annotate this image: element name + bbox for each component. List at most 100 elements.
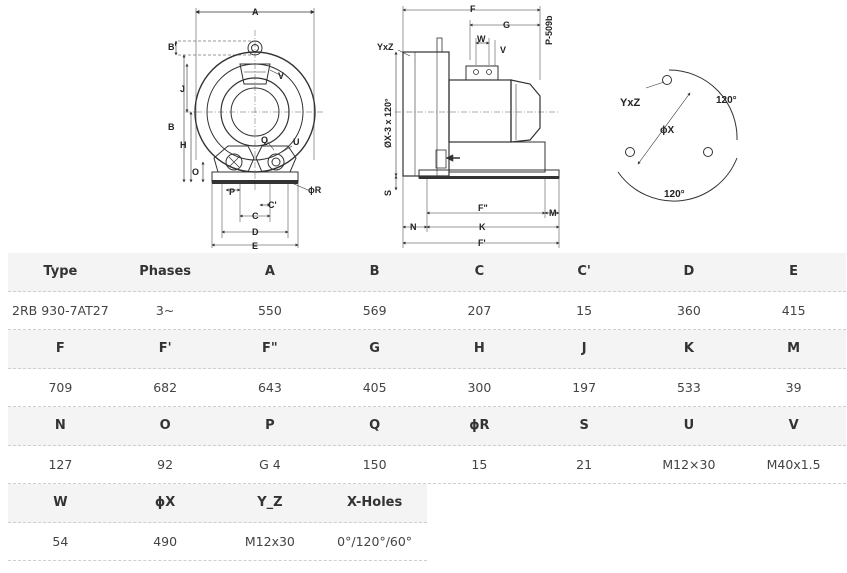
dim-P: P bbox=[229, 187, 235, 197]
header-cell: ϕX bbox=[154, 495, 176, 511]
header-cell: E bbox=[789, 264, 799, 280]
value-cell: 21 bbox=[576, 456, 593, 472]
label-U: U bbox=[293, 137, 300, 147]
header-cell: ϕR bbox=[469, 418, 490, 434]
value-cell: 197 bbox=[572, 379, 597, 395]
header-cell: V bbox=[788, 418, 799, 434]
label-Q: Q bbox=[261, 135, 268, 145]
label-angle-120-top: 120° bbox=[716, 95, 737, 106]
value-row-4: 54 490 M12x30 0°/120°/60° bbox=[8, 523, 427, 561]
header-cell: W bbox=[53, 495, 68, 511]
header-cell: Type bbox=[43, 264, 78, 280]
value-cell: 150 bbox=[362, 456, 387, 472]
header-cell: C bbox=[474, 264, 485, 280]
header-cell: S bbox=[579, 418, 589, 434]
value-cell: 0°/120°/60° bbox=[337, 533, 413, 549]
label-P-509b: P-509b bbox=[544, 15, 554, 45]
dim-D: D bbox=[252, 227, 259, 237]
label-phi-R: ϕR bbox=[308, 185, 322, 195]
value-cell: 92 bbox=[157, 456, 174, 472]
dim-A: A bbox=[252, 7, 259, 17]
value-cell: 15 bbox=[471, 456, 488, 472]
header-cell: U bbox=[683, 418, 695, 434]
header-row-1: Type Phases A B C C' D E bbox=[8, 253, 846, 292]
side-view bbox=[394, 6, 560, 248]
label-V-side: V bbox=[500, 45, 506, 55]
dim-G: G bbox=[503, 20, 510, 30]
dim-N: N bbox=[410, 222, 417, 232]
header-cell: F" bbox=[262, 341, 278, 357]
dim-O: O bbox=[192, 167, 199, 177]
header-cell: O bbox=[159, 418, 171, 434]
header-cell: P bbox=[265, 418, 275, 434]
header-cell: K bbox=[683, 341, 694, 357]
label-V: V bbox=[278, 71, 284, 81]
header-cell: Y_Z bbox=[257, 495, 283, 511]
value-cell: 2RB 930-7AT27 bbox=[12, 302, 109, 318]
dim-K: K bbox=[479, 222, 486, 232]
dim-W: W bbox=[477, 34, 486, 44]
dim-C: C bbox=[252, 211, 259, 221]
dim-C-prime: C' bbox=[268, 200, 277, 210]
technical-drawing: A B' J V B H Q U O P ϕR C' C D E bbox=[168, 4, 738, 251]
dim-B: B bbox=[168, 122, 175, 132]
value-cell: 3~ bbox=[155, 302, 175, 318]
label-YxZ-side: YxZ bbox=[377, 42, 394, 52]
value-cell: 533 bbox=[676, 379, 701, 395]
value-cell: G 4 bbox=[259, 456, 281, 472]
header-cell: F bbox=[55, 341, 65, 357]
dim-H: H bbox=[180, 140, 187, 150]
label-X3: ØX-3 x 120° bbox=[383, 98, 393, 148]
value-cell: 405 bbox=[362, 379, 387, 395]
value-cell: 569 bbox=[362, 302, 387, 318]
flange-view bbox=[617, 69, 738, 202]
header-cell: X-Holes bbox=[347, 495, 403, 511]
value-cell: 300 bbox=[467, 379, 492, 395]
value-cell: 54 bbox=[52, 533, 69, 549]
dim-F: F bbox=[470, 4, 476, 14]
header-cell: H bbox=[473, 341, 485, 357]
front-view-labels: A B' J V B H Q U O P ϕR C' C D E bbox=[168, 7, 322, 251]
header-cell: G bbox=[369, 341, 380, 357]
value-cell: 682 bbox=[153, 379, 178, 395]
dim-B-prime: B' bbox=[168, 42, 177, 52]
value-cell: 127 bbox=[48, 456, 73, 472]
dim-J: J bbox=[180, 84, 185, 94]
header-row-4: W ϕX Y_Z X-Holes bbox=[8, 484, 427, 523]
label-angle-120-bottom: 120° bbox=[664, 189, 685, 200]
header-cell: F' bbox=[158, 341, 172, 357]
header-row-2: F F' F" G H J K M bbox=[8, 330, 846, 369]
value-cell: 709 bbox=[48, 379, 73, 395]
dim-E: E bbox=[252, 241, 258, 251]
label-YxZ-flange: YxZ bbox=[620, 97, 640, 109]
dim-F-double-prime: F" bbox=[478, 203, 488, 213]
value-row-3: 127 92 G 4 150 15 21 M12×30 M40x1.5 bbox=[8, 446, 846, 484]
header-cell: Q bbox=[369, 418, 381, 434]
dim-F-prime: F' bbox=[478, 238, 486, 248]
value-row-1: 2RB 930-7AT27 3~ 550 569 207 15 360 415 bbox=[8, 292, 846, 330]
value-row-2: 709 682 643 405 300 197 533 39 bbox=[8, 369, 846, 407]
value-cell: 643 bbox=[257, 379, 282, 395]
value-cell: M12x30 bbox=[244, 533, 295, 549]
value-cell: 360 bbox=[676, 302, 701, 318]
value-cell: 490 bbox=[153, 533, 178, 549]
value-cell: 207 bbox=[467, 302, 492, 318]
header-cell: N bbox=[54, 418, 66, 434]
value-cell: 15 bbox=[576, 302, 593, 318]
header-cell: A bbox=[264, 264, 275, 280]
value-cell: 550 bbox=[257, 302, 282, 318]
side-view-labels: F G P-509b YxZ W V ØX-3 x 120° S F" M N … bbox=[377, 4, 557, 248]
header-cell: M bbox=[787, 341, 801, 357]
value-cell: 39 bbox=[785, 379, 802, 395]
header-cell: B bbox=[369, 264, 380, 280]
dim-S: S bbox=[383, 190, 393, 196]
header-cell: D bbox=[683, 264, 695, 280]
dim-M: M bbox=[549, 208, 557, 218]
spec-table: Type Phases A B C C' D E 2RB 930-7AT27 3… bbox=[8, 253, 846, 561]
value-cell: M12×30 bbox=[662, 456, 716, 472]
value-cell: 415 bbox=[781, 302, 806, 318]
header-row-3: N O P Q ϕR S U V bbox=[8, 407, 846, 446]
front-view bbox=[174, 8, 325, 248]
header-cell: J bbox=[581, 341, 587, 357]
value-cell: M40x1.5 bbox=[766, 456, 821, 472]
